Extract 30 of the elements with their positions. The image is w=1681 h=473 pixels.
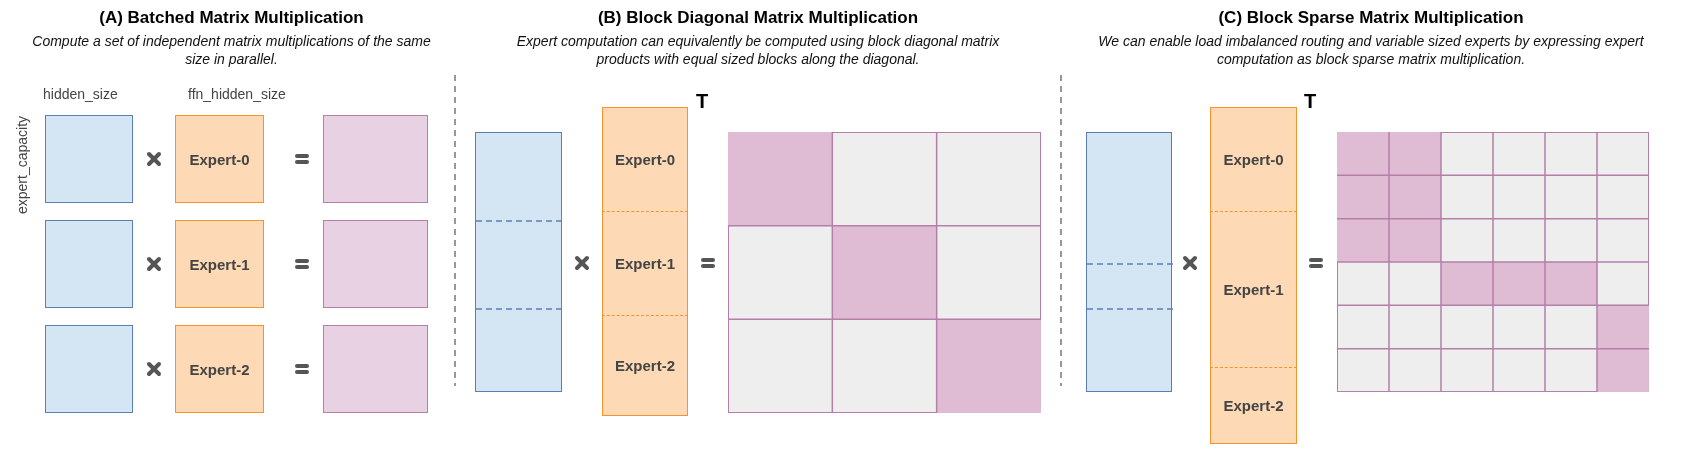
axis-label: hidden_size — [43, 86, 118, 102]
transpose-mark: T — [1304, 90, 1317, 113]
panel-description: Expert computation can equivalently be computed using block diagonal matrix products with equal sized blocks along the diagonal. — [515, 32, 1001, 68]
panel-title: (C) Block Sparse Matrix Multiplication — [1217, 8, 1525, 28]
panel-title: (B) Block Diagonal Matrix Multiplication — [596, 8, 920, 28]
expert-weight-matrix: Expert-2 — [175, 325, 264, 413]
block-matrix-grid — [1337, 132, 1649, 392]
expert-weight-matrix: Expert-0 — [602, 107, 688, 211]
output-matrix — [323, 115, 428, 203]
input-matrix — [1086, 132, 1172, 392]
panel-title: (A) Batched Matrix Multiplication — [98, 8, 365, 28]
expert-weight-matrix: Expert-1 — [1210, 211, 1297, 367]
panel-description: Compute a set of independent matrix multiplications of the same size in parallel. — [31, 32, 432, 68]
input-matrix — [45, 220, 133, 308]
output-matrix — [323, 325, 428, 413]
axis-label: ffn_hidden_size — [188, 86, 286, 102]
expert-weight-matrix: Expert-2 — [1210, 367, 1297, 444]
axis-label: expert_capacity — [14, 115, 30, 215]
block-matrix-grid — [728, 132, 1041, 413]
panel-description: We can enable load imbalanced routing and variable sized experts by expressing expert computation as block sparse matrix multiplication. — [1097, 32, 1645, 68]
expert-weight-matrix: Expert-1 — [602, 211, 688, 315]
expert-weight-matrix: Expert-2 — [602, 315, 688, 416]
expert-weight-matrix: Expert-0 — [1210, 107, 1297, 211]
expert-weight-matrix: Expert-1 — [175, 220, 264, 308]
input-matrix — [45, 325, 133, 413]
transpose-mark: T — [696, 90, 709, 113]
input-matrix — [45, 115, 133, 203]
expert-weight-matrix: Expert-0 — [175, 115, 264, 203]
output-matrix — [323, 220, 428, 308]
input-matrix — [475, 132, 562, 392]
